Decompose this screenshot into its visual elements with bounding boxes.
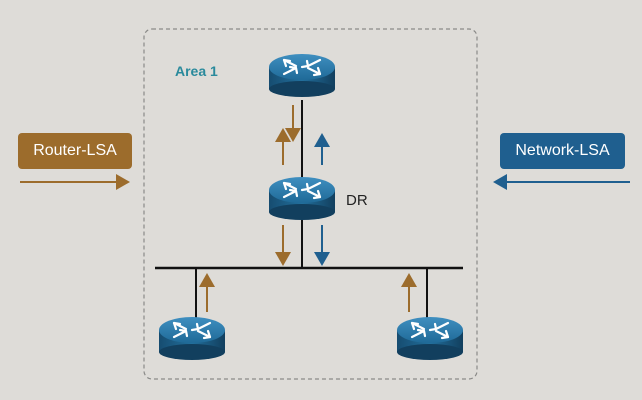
- area-label: Area 1: [175, 63, 218, 79]
- area-boundary: [143, 28, 478, 380]
- router-icon: [267, 175, 337, 222]
- dr-label: DR: [346, 192, 368, 209]
- network-lsa-label: Network-LSA: [500, 133, 625, 169]
- router-icon: [395, 315, 465, 362]
- router-icon: [267, 52, 337, 99]
- router-icon: [157, 315, 227, 362]
- router-lsa-label: Router-LSA: [18, 133, 132, 169]
